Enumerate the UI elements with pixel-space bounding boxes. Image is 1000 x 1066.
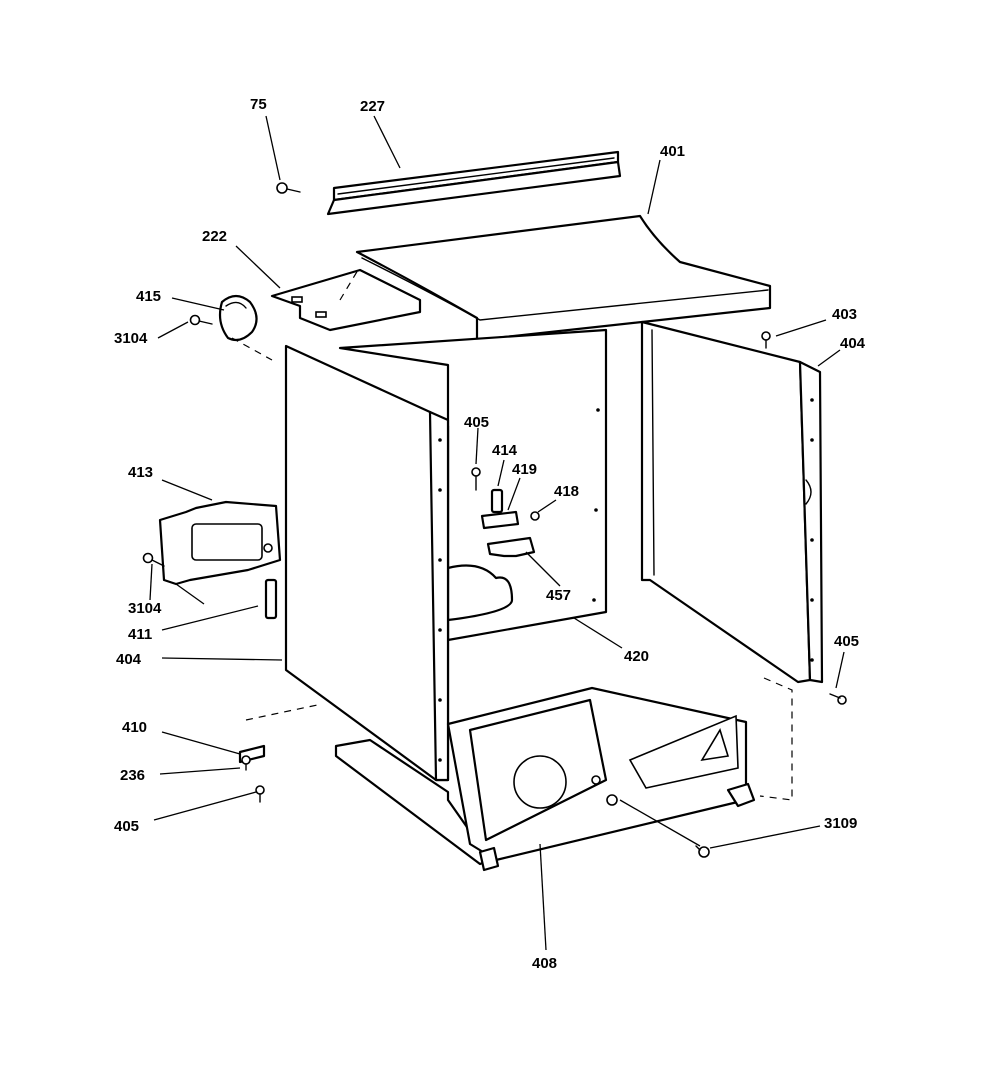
- label-410: 410: [122, 719, 147, 736]
- part-418-nut: [530, 511, 540, 521]
- label-413: 413: [128, 464, 153, 481]
- label-403: 403: [832, 306, 857, 323]
- label-405-lower-left: 405: [114, 818, 139, 835]
- part-413-bracket: [158, 500, 282, 586]
- part-415-cover: [218, 294, 258, 342]
- label-404-right: 404: [840, 335, 866, 352]
- part-labels: 75 227 401 222 415 3104 403 404 405 414 …: [114, 96, 866, 972]
- part-411-latch: [264, 578, 278, 620]
- part-405-screw-lower-left: [255, 785, 265, 803]
- label-405-right: 405: [834, 633, 859, 650]
- label-457: 457: [546, 587, 571, 604]
- label-408: 408: [532, 955, 557, 972]
- label-418: 418: [554, 483, 579, 500]
- part-401-top-panel: [355, 214, 772, 342]
- label-419: 419: [512, 461, 537, 478]
- part-419-block: [480, 510, 520, 530]
- label-227: 227: [360, 98, 385, 115]
- label-414: 414: [492, 442, 518, 459]
- part-457-bracket: [486, 536, 536, 558]
- label-75: 75: [250, 96, 267, 113]
- part-420-back-panel: [338, 328, 608, 642]
- part-410-236-foot: [238, 744, 266, 771]
- part-405-screw-right: [829, 693, 847, 705]
- label-404-left: 404: [116, 651, 142, 668]
- label-3104-upper: 3104: [114, 330, 148, 347]
- alignment-lines: [231, 269, 793, 801]
- part-404-right-panel: [640, 320, 824, 684]
- part-403-screw: [761, 331, 771, 349]
- part-3104-screw-upper: [189, 314, 213, 326]
- label-222: 222: [202, 228, 227, 245]
- label-415: 415: [136, 288, 161, 305]
- label-405-mid: 405: [464, 414, 489, 431]
- part-3109-screw: [695, 845, 710, 858]
- label-3109: 3109: [824, 815, 857, 832]
- label-236: 236: [120, 767, 145, 784]
- part-227-bracket: [326, 150, 622, 216]
- part-75-screw: [276, 182, 301, 194]
- label-401: 401: [660, 143, 685, 160]
- part-408-base: [334, 686, 756, 872]
- part-405-screw-mid: [471, 467, 481, 491]
- part-3104-screw-lower: [142, 552, 165, 567]
- label-3104-lower: 3104: [128, 600, 162, 617]
- part-222-rail: [270, 268, 422, 332]
- part-404-left-panel: [284, 344, 450, 782]
- label-420: 420: [624, 648, 649, 665]
- leader-lines: [149, 115, 845, 951]
- part-414-switch: [490, 488, 504, 514]
- label-411: 411: [128, 626, 152, 643]
